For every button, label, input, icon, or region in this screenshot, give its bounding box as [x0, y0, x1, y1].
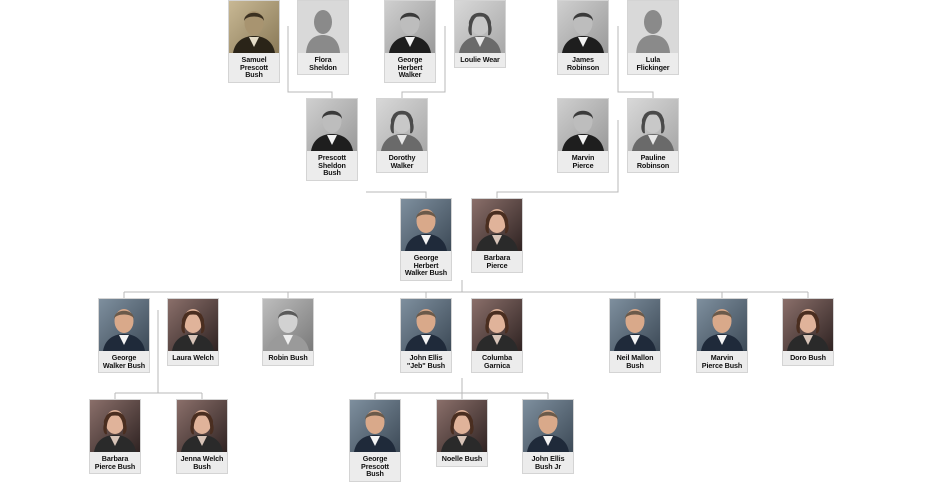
person-card-loulie-wear[interactable]: Loulie Wear [454, 0, 506, 68]
person-name: Robin Bush [268, 353, 308, 362]
person-name: John Ellis Bush Jr [531, 454, 565, 471]
person-card-noelle-bush[interactable]: Noelle Bush [436, 399, 488, 467]
person-card-robin-bush[interactable]: Robin Bush [262, 298, 314, 366]
portrait-photo [783, 299, 833, 351]
portrait-photo [401, 299, 451, 351]
portrait-photo [350, 400, 400, 452]
person-card-laura-welch[interactable]: Laura Welch [167, 298, 219, 366]
person-card-doro-bush[interactable]: Doro Bush [782, 298, 834, 366]
person-card-columba-garnica[interactable]: Columba Garnica [471, 298, 523, 374]
person-name: Barbara Pierce [483, 253, 511, 270]
person-name: James Robinson [566, 55, 600, 72]
person-card-marvin-pierce-bush[interactable]: Marvin Pierce Bush [696, 298, 748, 374]
person-card-barbara-pierce-bush[interactable]: Barbara Pierce Bush [89, 399, 141, 475]
person-card-dorothy-walker[interactable]: Dorothy Walker [376, 98, 428, 174]
portrait-photo [385, 1, 435, 53]
person-name: Doro Bush [790, 353, 826, 362]
person-card-john-ellis-bush-jr[interactable]: John Ellis Bush Jr [522, 399, 574, 475]
portrait-photo [377, 99, 427, 151]
portrait-photo [523, 400, 573, 452]
person-name: Barbara Pierce Bush [94, 454, 136, 471]
person-card-jenna-welch-bush[interactable]: Jenna Welch Bush [176, 399, 228, 475]
person-card-george-walker-bush[interactable]: George Walker Bush [98, 298, 150, 374]
person-name: Flora Sheldon [309, 55, 337, 72]
person-name: John Ellis "Jeb" Bush [406, 353, 446, 370]
person-name: George Walker Bush [102, 353, 146, 370]
person-card-flora-sheldon[interactable]: Flora Sheldon [297, 0, 349, 76]
person-card-neil-mallon-bush[interactable]: Neil Mallon Bush [609, 298, 661, 374]
portrait-photo [455, 1, 505, 53]
portrait-photo [90, 400, 140, 452]
portrait-photo [177, 400, 227, 452]
person-card-george-herbert-walker-bush[interactable]: George Herbert Walker Bush [400, 198, 452, 281]
person-name: Jenna Welch Bush [180, 454, 224, 471]
portrait-photo [307, 99, 357, 151]
person-name: Pauline Robinson [636, 153, 670, 170]
person-name: Laura Welch [172, 353, 214, 362]
person-card-george-prescott-bush[interactable]: George Prescott Bush [349, 399, 401, 482]
person-name: Samuel Prescott Bush [240, 55, 268, 80]
person-card-prescott-sheldon-bush[interactable]: Prescott Sheldon Bush [306, 98, 358, 181]
person-card-pauline-robinson[interactable]: Pauline Robinson [627, 98, 679, 174]
portrait-photo [401, 199, 451, 251]
person-card-lula-flickinger[interactable]: Lula Flickinger [627, 0, 679, 76]
portrait-photo [437, 400, 487, 452]
person-name: Neil Mallon Bush [616, 353, 654, 370]
person-name: George Herbert Walker [397, 55, 423, 80]
person-name: George Prescott Bush [361, 454, 389, 479]
person-name: Marvin Pierce [571, 153, 595, 170]
avatar-placeholder-icon [628, 1, 678, 53]
portrait-photo [263, 299, 313, 351]
person-name: Prescott Sheldon Bush [318, 153, 346, 178]
portrait-photo [558, 1, 608, 53]
person-name: Loulie Wear [460, 55, 500, 64]
person-name: Marvin Pierce Bush [701, 353, 743, 370]
person-name: Lula Flickinger [636, 55, 670, 72]
avatar-placeholder-icon [298, 1, 348, 53]
portrait-photo [168, 299, 218, 351]
person-name: Dorothy Walker [388, 153, 416, 170]
portrait-photo [99, 299, 149, 351]
portrait-photo [229, 1, 279, 53]
person-name: Noelle Bush [441, 454, 483, 463]
portrait-photo [610, 299, 660, 351]
portrait-photo [697, 299, 747, 351]
person-card-marvin-pierce[interactable]: Marvin Pierce [557, 98, 609, 174]
person-card-james-robinson[interactable]: James Robinson [557, 0, 609, 76]
person-name: Columba Garnica [481, 353, 513, 370]
portrait-photo [472, 299, 522, 351]
portrait-photo [472, 199, 522, 251]
person-card-barbara-pierce[interactable]: Barbara Pierce [471, 198, 523, 274]
person-card-jeb-bush[interactable]: John Ellis "Jeb" Bush [400, 298, 452, 374]
portrait-photo [628, 99, 678, 151]
portrait-photo [558, 99, 608, 151]
person-name: George Herbert Walker Bush [404, 253, 448, 278]
person-card-george-herbert-walker[interactable]: George Herbert Walker [384, 0, 436, 83]
person-card-samuel-prescott-bush[interactable]: Samuel Prescott Bush [228, 0, 280, 83]
